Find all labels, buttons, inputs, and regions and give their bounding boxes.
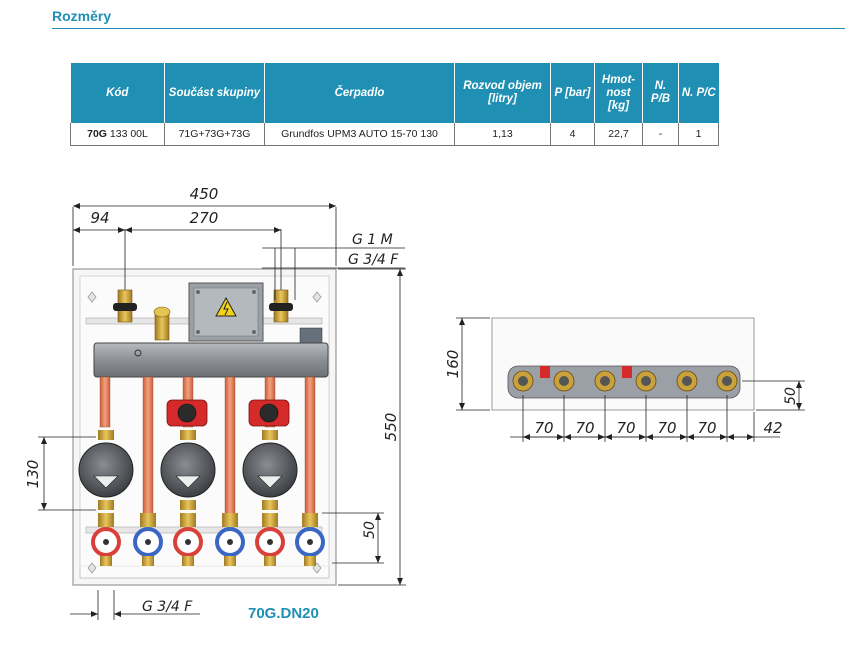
- dim-inner-width: 270: [190, 209, 219, 227]
- junction-box: [188, 282, 264, 342]
- cell-pressure: 4: [550, 123, 595, 146]
- code-rest: 133 00L: [106, 128, 148, 140]
- cell-code: 70G 133 00L: [70, 123, 165, 146]
- bottom-valves: [91, 513, 325, 566]
- dim-height-small: 50: [783, 387, 799, 405]
- dim-height: 550: [382, 413, 400, 442]
- spec-table: Kód Součást skupiny Čerpadlo Rozvod obje…: [70, 63, 719, 146]
- header-group-part: Součást skupiny: [164, 63, 265, 123]
- section-title: Rozměry: [52, 8, 112, 24]
- dim-width-total: 450: [190, 185, 219, 203]
- dim-spacing-5: 70: [697, 419, 716, 437]
- dim-spacing-3: 70: [616, 419, 635, 437]
- header-code: Kód: [70, 63, 165, 123]
- dim-end: 42: [763, 419, 782, 437]
- header-volume: Rozvod objem [litry]: [454, 63, 551, 123]
- dim-offset-left: 94: [90, 209, 109, 227]
- side-dimensions: [456, 317, 805, 442]
- dim-spacing-1: 70: [534, 419, 553, 437]
- code-bold: 70G: [87, 128, 107, 140]
- thread-top-label: G 1 M: [352, 232, 393, 248]
- thread-side-label: G 3/4 F: [348, 252, 399, 268]
- front-dimensions: [38, 203, 406, 620]
- header-weight: Hmot-nost [kg]: [594, 63, 643, 123]
- cell-np-b: -: [642, 123, 679, 146]
- thread-bottom-label: G 3/4 F: [142, 599, 193, 615]
- table-header-row: Kód Součást skupiny Čerpadlo Rozvod obje…: [70, 63, 719, 123]
- dim-depth: 160: [444, 350, 462, 379]
- section-divider: [52, 28, 845, 29]
- manifold: [93, 342, 329, 378]
- header-pressure: P [bar]: [550, 63, 595, 123]
- cell-volume: 1,13: [454, 123, 551, 146]
- header-np-b: N. P/B: [642, 63, 679, 123]
- cell-pump: Grundfos UPM3 AUTO 15-70 130: [264, 123, 455, 146]
- header-pump: Čerpadlo: [264, 63, 455, 123]
- header-np-c: N. P/C: [678, 63, 719, 123]
- side-view: 160 50 70 70 70 70 70 42: [444, 317, 805, 442]
- side-fittings: [512, 366, 738, 392]
- cell-group-part: 71G+73G+73G: [164, 123, 265, 146]
- pump-groups: [78, 376, 316, 518]
- dim-pump-height: 130: [24, 460, 42, 489]
- cell-weight: 22,7: [594, 123, 643, 146]
- cell-np-c: 1: [678, 123, 719, 146]
- front-view: 450 94 270 G 1 M G 3/4 F 550 130 50 G 3/…: [24, 185, 406, 622]
- table-row: 70G 133 00L 71G+73G+73G Grundfos UPM3 AU…: [70, 123, 719, 146]
- dim-spacing-2: 70: [575, 419, 594, 437]
- dim-bottom: 50: [362, 521, 378, 539]
- model-label: 70G.DN20: [248, 605, 319, 622]
- dim-spacing-4: 70: [657, 419, 676, 437]
